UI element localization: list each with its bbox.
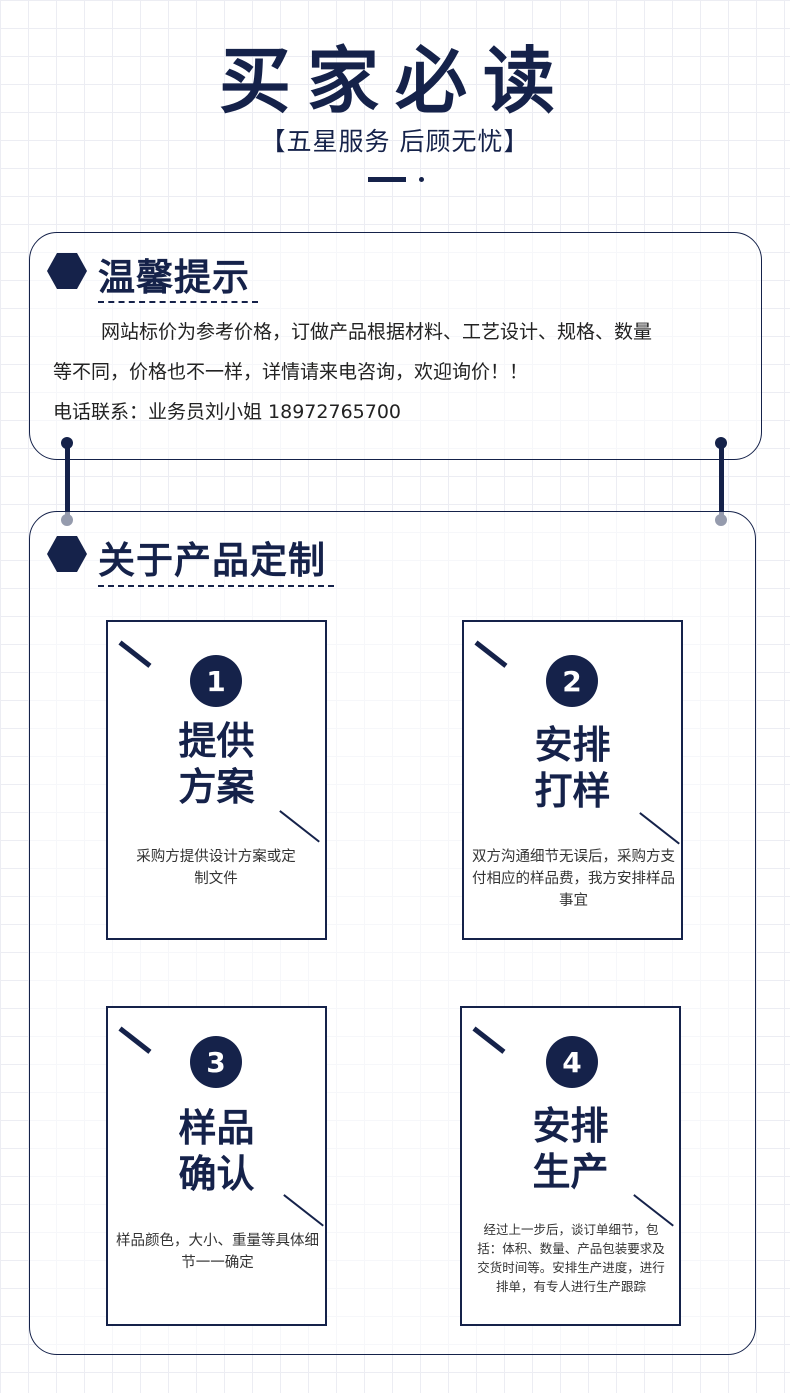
step-description: 样品颜色，大小、重量等具体细节一一确定 [116,1233,319,1271]
step-title-line-1: 样品 [178,1106,255,1150]
step-number-badge: 2 [546,655,598,707]
divider-dash [368,177,406,182]
connector-right-top-dot [715,437,727,449]
tips-body: 网站标价为参考价格，订做产品根据材料、工艺设计、规格、数量 等不同，价格也不一样… [53,312,753,432]
step-title-line-2: 确认 [178,1152,255,1196]
card-accent-line [283,1194,324,1227]
step-card-1: 1 提供 方案 采购方提供设计方案或定制文件 [106,620,327,940]
card-corner-slash [118,640,152,668]
custom-title: 关于产品定制 [98,539,326,582]
page-title: 买家必读 [218,39,571,123]
step-description: 双方沟通细节无误后，采购方支付相应的样品费，我方安排样品事宜 [472,849,675,909]
divider-dot [419,177,424,182]
card-corner-slash [472,1026,506,1054]
tips-title: 温馨提示 [98,256,250,299]
custom-title-underline [98,585,334,587]
step-title-line-1: 安排 [534,723,611,767]
step-card-4: 4 安排 生产 经过上一步后，谈订单细节，包括：体积、数量、产品包装要求及交货时… [460,1006,681,1326]
connector-left-top-dot [61,437,73,449]
tips-line-1: 网站标价为参考价格，订做产品根据材料、工艺设计、规格、数量 [101,321,653,343]
card-corner-slash [474,640,508,668]
connector-left [65,443,70,521]
tips-contact: 电话联系：业务员刘小姐 18972765700 [53,401,402,423]
step-title-line-2: 方案 [178,765,255,809]
step-title-line-1: 安排 [532,1104,609,1148]
page-subtitle: 【五星服务 后顾无忧】 [260,127,530,156]
connector-right [719,443,724,521]
step-description: 经过上一步后，谈订单细节，包括：体积、数量、产品包装要求及交货时间等。安排生产进… [477,1222,665,1294]
tips-panel [29,232,762,460]
step-number-badge: 3 [190,1036,242,1088]
step-description: 采购方提供设计方案或定制文件 [136,849,296,887]
step-title-line-2: 生产 [532,1150,609,1194]
step-card-3: 3 样品 确认 样品颜色，大小、重量等具体细节一一确定 [106,1006,327,1326]
step-title-line-2: 打样 [534,769,611,813]
card-accent-line [639,812,680,845]
step-number-badge: 4 [546,1036,598,1088]
step-title-line-1: 提供 [178,719,255,763]
card-accent-line [279,810,320,843]
step-card-2: 2 安排 打样 双方沟通细节无误后，采购方支付相应的样品费，我方安排样品事宜 [462,620,683,940]
tips-line-2: 等不同，价格也不一样，详情请来电咨询，欢迎询价！！ [53,361,529,383]
card-corner-slash [118,1026,152,1054]
tips-title-underline [98,301,258,303]
step-number-badge: 1 [190,655,242,707]
